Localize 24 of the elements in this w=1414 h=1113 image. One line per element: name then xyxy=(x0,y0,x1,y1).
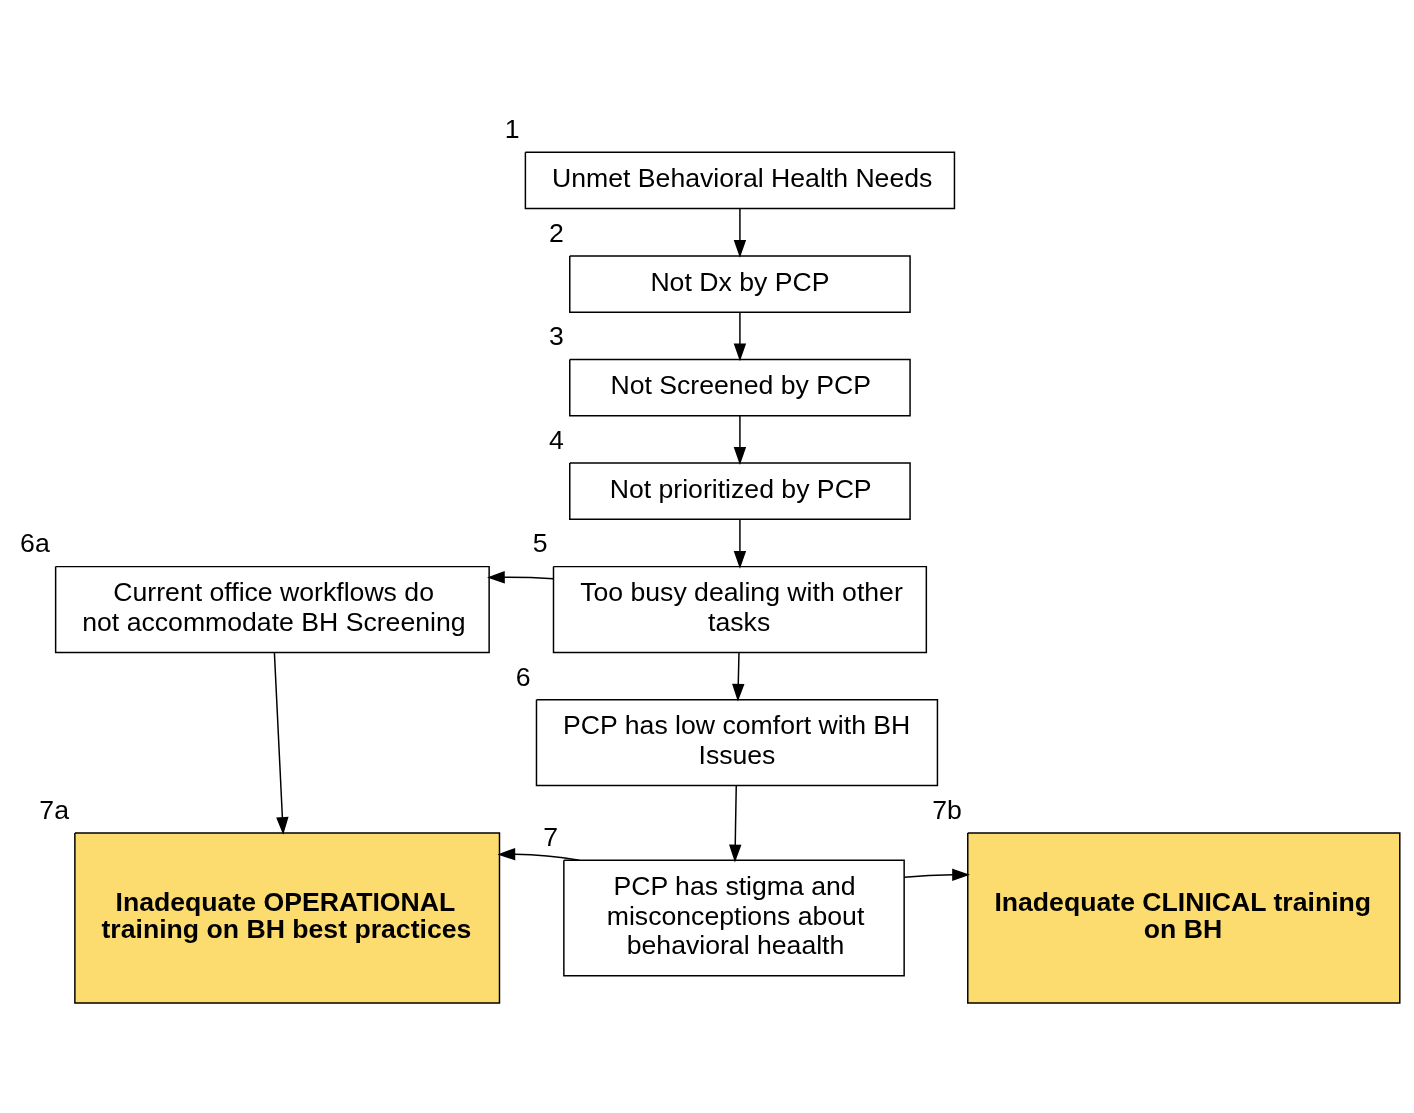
node-box: Not Dx by PCP xyxy=(569,254,911,313)
node-label: 7 xyxy=(543,821,558,852)
arrow xyxy=(733,311,747,361)
node-label: 1 xyxy=(504,113,520,144)
node-label: 4 xyxy=(549,424,564,455)
node-box: Inadequate CLINICAL training on BH xyxy=(967,831,1401,1004)
node-label: 6 xyxy=(515,661,531,692)
arrow xyxy=(497,847,581,861)
arrow xyxy=(729,784,742,862)
node-label: 3 xyxy=(549,320,564,351)
arrow xyxy=(732,651,745,702)
arrow xyxy=(733,207,747,258)
arrow xyxy=(903,868,970,881)
node-label: 7a xyxy=(39,794,69,825)
node-label: 6a xyxy=(20,527,50,558)
arrow xyxy=(487,570,555,584)
arrow xyxy=(273,651,289,835)
arrow xyxy=(733,518,747,569)
node-label: 5 xyxy=(532,527,548,558)
node-box: Not prioritized by PCP xyxy=(569,461,911,520)
arrow xyxy=(733,414,747,465)
node-box: Inadequate OPERATIONAL training on BH best practices xyxy=(74,831,501,1004)
node-label: 2 xyxy=(549,217,564,248)
node-label: 7b xyxy=(932,794,962,825)
